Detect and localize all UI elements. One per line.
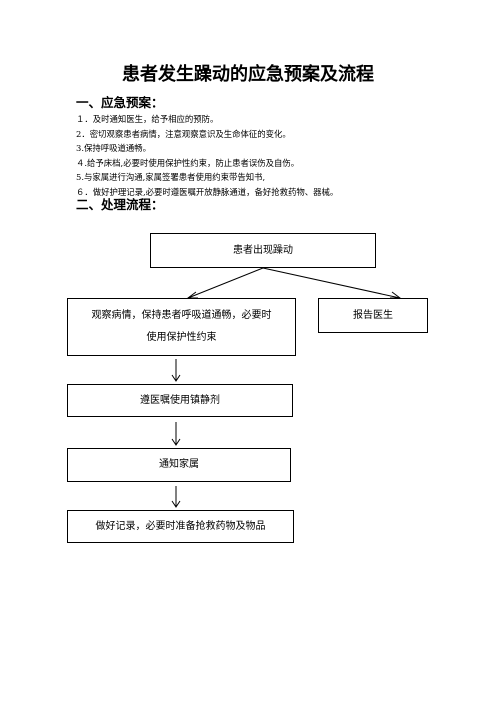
plan-item-6: ６．做好护理记录,必要时遵医嘱开放静脉通道，备好抢救药物、器械。 [76, 186, 339, 197]
plan-item-3: 3.保持呼吸道通畅。 [76, 143, 151, 153]
plan-item-1: １．及时通知医生，给予相应的预防。 [76, 114, 219, 124]
flow-box-agitation: 患者出现躁动 [150, 233, 376, 268]
arrow-to-observe [187, 267, 264, 299]
page-title: 患者发生躁动的应急预案及流程 [122, 64, 374, 85]
arrow-to-record-head [171, 500, 181, 508]
flow-box-notify-family: 通知家属 [67, 448, 291, 482]
flow-box-sedative: 遵医嘱使用镇静剂 [67, 384, 293, 417]
flow-box-observe-line2: 使用保护性约束 [146, 332, 217, 343]
arrow-to-notify-head [171, 438, 181, 446]
flow-box-agitation-label: 患者出现躁动 [233, 244, 293, 256]
flow-box-notify-family-label: 通知家属 [159, 459, 199, 470]
plan-item-5: 5.与家属进行沟通,家属签署患者使用约束带告知书, [76, 172, 266, 182]
plan-item-2: 2．密切观察患者病情，注意观察意识及生命体征的变化。 [76, 128, 291, 139]
flow-box-sedative-label: 遵医嘱使用镇静剂 [140, 394, 220, 406]
arrow-to-observe-head [186, 291, 198, 299]
flow-box-report-doctor: 报告医生 [318, 298, 428, 333]
flow-box-report-doctor-label: 报告医生 [353, 309, 393, 321]
flow-box-observe: 观察病情，保持患者呼吸道通畅，必要时 使用保护性约束 [67, 298, 296, 356]
flow-box-record: 做好记录，必要时准备抢救药物及物品 [67, 510, 294, 543]
plan-item-4: ４.给予床档,必要时使用保护性约束，防止患者误伤及自伤。 [76, 157, 300, 168]
flow-box-record-label: 做好记录，必要时准备抢救药物及物品 [95, 520, 266, 532]
emergency-plan-list: １．及时通知医生，给予相应的预防。 2．密切观察患者病情，注意观察意识及生命体征… [76, 112, 338, 199]
arrow-to-report [262, 267, 401, 299]
arrow-to-sedative-head [171, 374, 181, 382]
section-heading-emergency-plan: 一、应急预案： [76, 95, 164, 110]
section-heading-process: 二、处理流程： [76, 197, 164, 212]
flow-box-observe-line1: 观察病情，保持患者呼吸道通畅，必要时 [91, 310, 272, 321]
arrow-to-report-head [390, 291, 402, 299]
